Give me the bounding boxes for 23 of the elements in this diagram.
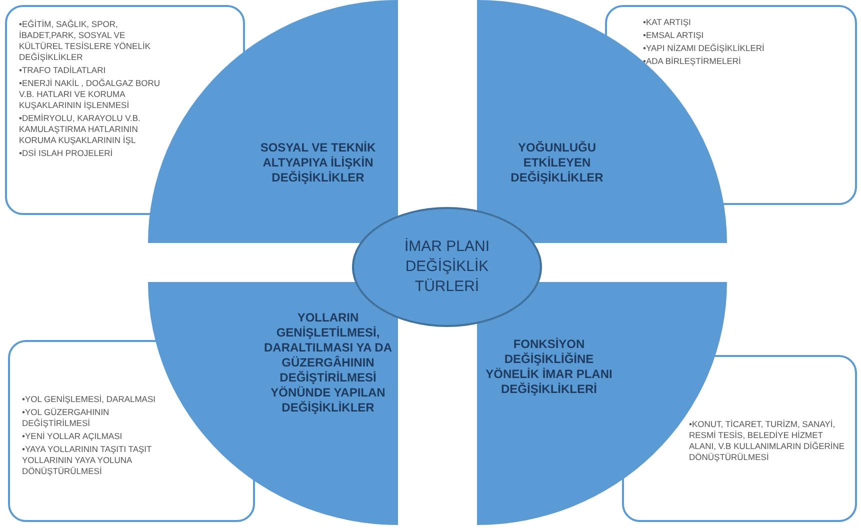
bullet-item: •DSİ ISLAH PROJELERİ (19, 148, 114, 159)
bullet-item: •YOL GÜZERGAHININ DEĞİŞTİRİLMESİ (22, 407, 110, 429)
bullet-item: •DEMİRYOLU, KARAYOLU V.B. KAMULAŞTIRMA HATLARININ KORUMA KUŞAKLARININ İŞL (19, 113, 142, 146)
bullet-item: •ENERJİ NAKİL , DOĞALGAZ BORU V.B. HATLARI VE KORUMA KUŞAKLARININ İŞLENMESİ (19, 78, 162, 111)
bullet-item: •ADA BİRLEŞTİRMELERİ (643, 56, 742, 67)
bullet-item: •YENİ YOLLAR AÇILMASI (22, 431, 124, 442)
bullet-list-card (8, 340, 255, 522)
bullet-list-card (5, 5, 245, 215)
bullet-item: •KONUT, TİCARET, TURİZM, SANAYİ, RESMİ TESİS, BELEDİYE HİZMET ALANI, V.B KULLANIMLARIN DİĞERİNE DÖNÜŞTÜRÜLMESİ (689, 419, 846, 463)
bullet-item: •YOL GENİŞLEMESİ, DARALMASI (22, 394, 157, 405)
bullet-item: •TRAFO TADİLATLARI (19, 65, 107, 76)
segment-label: YOLLARIN GENİŞLETİLMESİ, DARALTILMASI YA DA GÜZERGÂHININ DEĞİŞTİRİLMESİ YÖNÜNDE YAPILAN DEĞİŞİKLİKLER (262, 310, 393, 416)
segment-label: FONKSİYON DEĞİŞİKLİĞİNE YÖNELİK İMAR PLANI DEĞİŞİKLİKLERİ (484, 337, 614, 397)
segment-label: SOSYAL VE TEKNİK ALTYAPIYA İLİŞKİN DEĞİŞİKLİKLER (259, 140, 377, 186)
bullet-list-card (622, 355, 857, 522)
bullet-item: •EMSAL ARTIŞI (643, 30, 705, 41)
bullet-item: •KAT ARTIŞI (643, 17, 692, 28)
bullet-item: •YAPI NİZAMI DEĞİŞİKLİKLERİ (643, 43, 766, 54)
center-label: İMAR PLANI DEĞİŞİKLİK TÜRLERİ (403, 237, 491, 297)
bullet-item: •EĞİTİM, SAĞLIK, SPOR, İBADET,PARK, SOSYAL VE KÜLTÜREL TESİSLERE YÖNELİK DEĞİŞİKLİKLER (19, 19, 152, 63)
bullet-item: •YAYA YOLLARININ TAŞITI TAŞIT YOLLARININ YAYA YOLUNA DÖNÜŞTÜRÜLMESİ (22, 444, 153, 477)
bullet-list-card (605, 5, 857, 205)
segment-label: YOĞUNLUĞU ETKİLEYEN DEĞİŞİKLİKLER (510, 140, 604, 186)
